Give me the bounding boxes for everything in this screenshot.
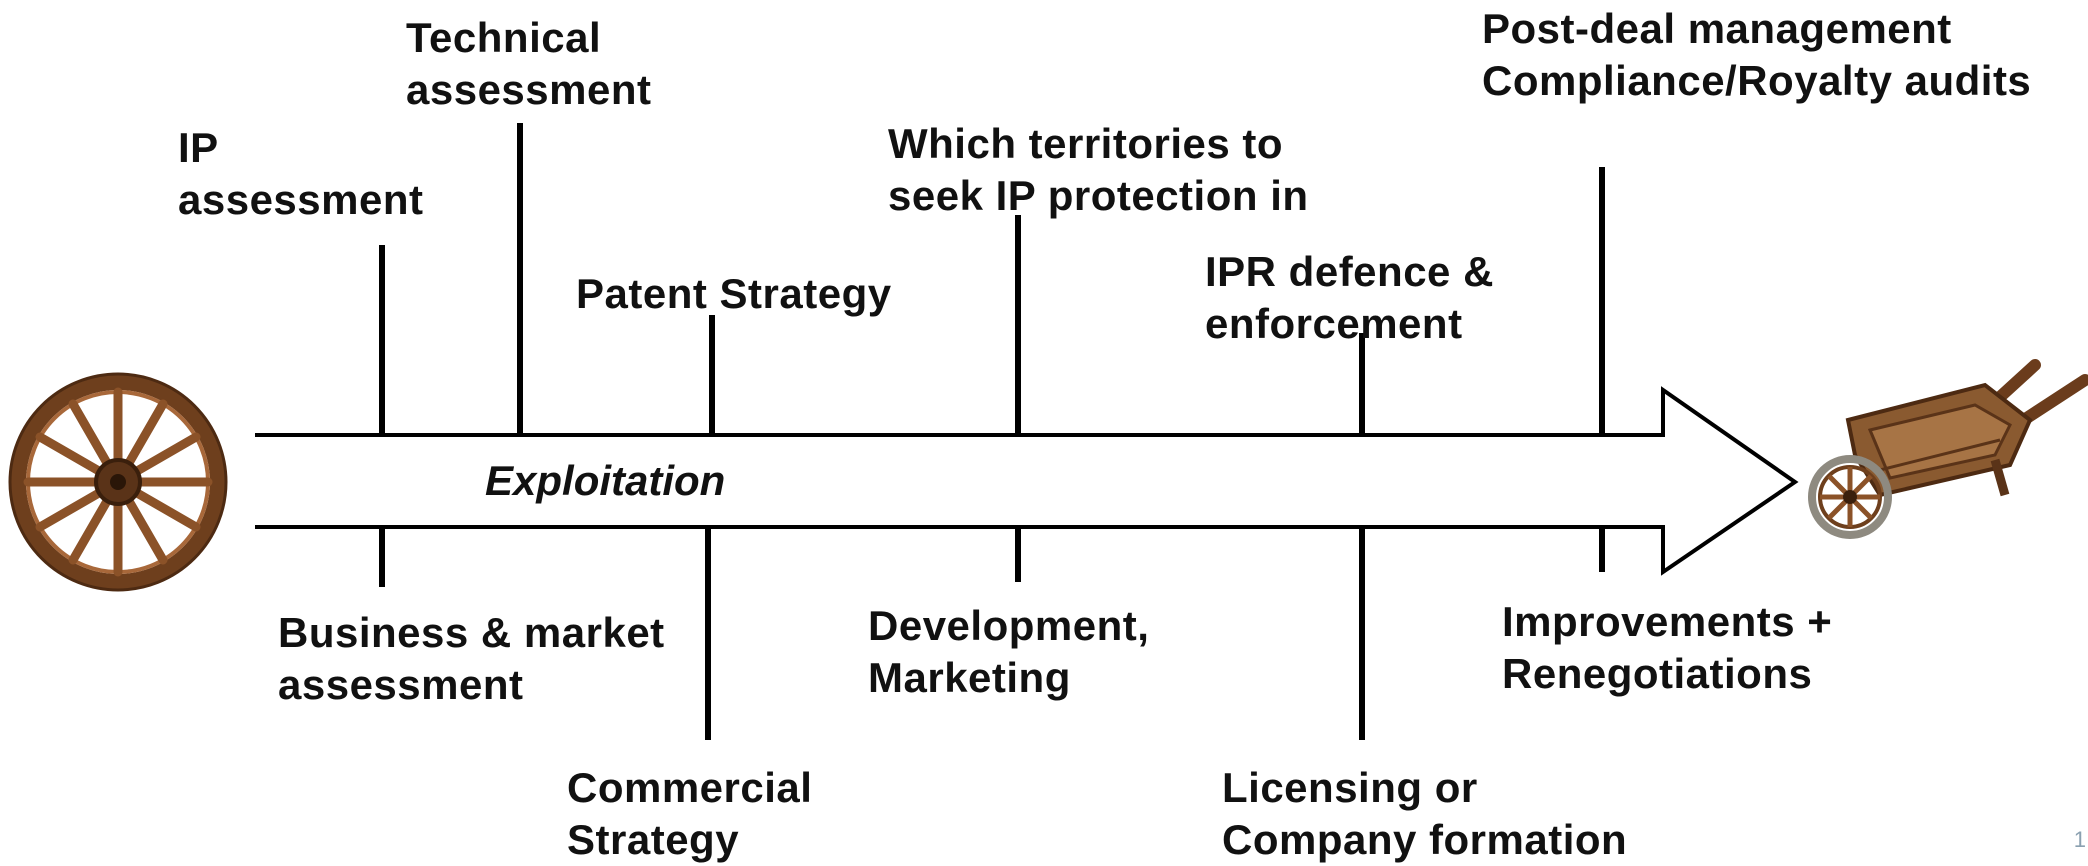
commercial-strategy-label: Commercial Strategy: [567, 762, 812, 866]
business-market-label: Business & market assessment: [278, 607, 665, 711]
ip-assessment-label: IP assessment: [178, 122, 424, 226]
post-deal-line-1: Post-deal management: [1482, 5, 1952, 52]
territories-label: Which territories to seek IP protection …: [888, 118, 1309, 222]
territories-line-1: Which territories to: [888, 120, 1284, 167]
improvements-line-1: Improvements +: [1502, 598, 1833, 645]
post-deal-line-2: Compliance/Royalty audits: [1482, 57, 2032, 104]
exploitation-label: Exploitation: [485, 457, 726, 504]
licensing-line-1: Licensing or: [1222, 764, 1478, 811]
improvements-label: Improvements + Renegotiations: [1502, 596, 1832, 700]
business-market-line-2: assessment: [278, 661, 524, 708]
ip-assessment-line-1: IP: [178, 124, 219, 171]
wagon-wheel-image: [8, 372, 228, 592]
territories-line-2: seek IP protection in: [888, 172, 1309, 219]
patent-strategy-line-1: Patent Strategy: [576, 270, 892, 317]
exploitation-arrow: [255, 386, 1799, 576]
patent-strategy-label: Patent Strategy: [576, 268, 892, 320]
technical-assessment-label: Technical assessment: [406, 12, 652, 116]
development-marketing-line-2: Marketing: [868, 654, 1071, 701]
commercial-strategy-line-2: Strategy: [567, 816, 740, 863]
improvements-line-2: Renegotiations: [1502, 650, 1813, 697]
development-marketing-line-1: Development,: [868, 602, 1150, 649]
development-marketing-label: Development, Marketing: [868, 600, 1149, 704]
technical-assessment-line-1: Technical: [406, 14, 602, 61]
ipr-defence-line-1: IPR defence &: [1205, 248, 1494, 295]
ipr-defence-line-2: enforcement: [1205, 300, 1463, 347]
commercial-strategy-line-1: Commercial: [567, 764, 813, 811]
ip-assessment-line-2: assessment: [178, 176, 424, 223]
wheelbarrow-image: [1808, 359, 2088, 539]
page-number: 1: [2073, 827, 2086, 852]
technical-assessment-line-2: assessment: [406, 66, 652, 113]
licensing-line-2: Company formation: [1222, 816, 1628, 863]
ipr-defence-label: IPR defence & enforcement: [1205, 246, 1494, 350]
post-deal-label: Post-deal management Compliance/Royalty …: [1482, 3, 2031, 107]
business-market-line-1: Business & market: [278, 609, 665, 656]
licensing-label: Licensing or Company formation: [1222, 762, 1627, 866]
